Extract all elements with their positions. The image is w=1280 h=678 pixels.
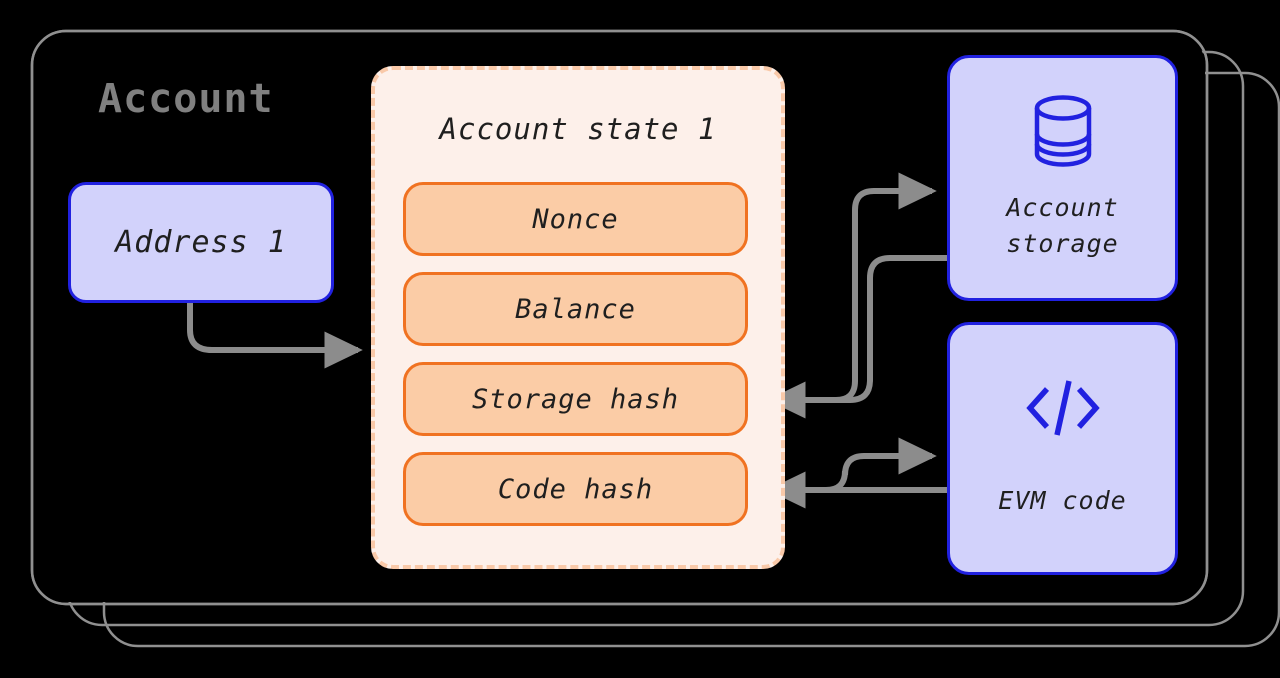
arrow-storage-hash-to-account-storage xyxy=(786,172,937,403)
field-storage-hash-label: Storage hash xyxy=(471,383,680,415)
arrow-code-hash-to-evm-code xyxy=(786,437,937,493)
address-card[interactable]: Address 1 xyxy=(68,182,334,303)
arrow-account-storage-to-storage-hash xyxy=(767,255,947,419)
account-storage-label-line2: storage xyxy=(1006,229,1119,258)
database-icon xyxy=(1030,94,1096,168)
account-state-title: Account state 1 xyxy=(439,112,717,146)
field-balance-label: Balance xyxy=(515,293,636,325)
account-storage-label-line1: Account xyxy=(1006,192,1119,222)
evm-code-card[interactable]: EVM code xyxy=(947,322,1178,575)
account-storage-label: Account storage xyxy=(1006,190,1118,263)
field-code-hash-label: Code hash xyxy=(497,473,654,505)
field-nonce-label: Nonce xyxy=(532,203,619,235)
field-nonce[interactable]: Nonce xyxy=(403,182,748,256)
arrow-address-to-state xyxy=(187,303,363,369)
field-storage-hash[interactable]: Storage hash xyxy=(403,362,748,436)
field-balance[interactable]: Balance xyxy=(403,272,748,346)
address-label: Address 1 xyxy=(115,225,287,260)
code-brackets-icon xyxy=(1024,377,1102,439)
field-code-hash[interactable]: Code hash xyxy=(403,452,748,526)
evm-code-label: EVM code xyxy=(998,486,1127,516)
account-storage-card[interactable]: Account storage xyxy=(947,55,1178,301)
account-panel-title: Account xyxy=(98,76,274,122)
